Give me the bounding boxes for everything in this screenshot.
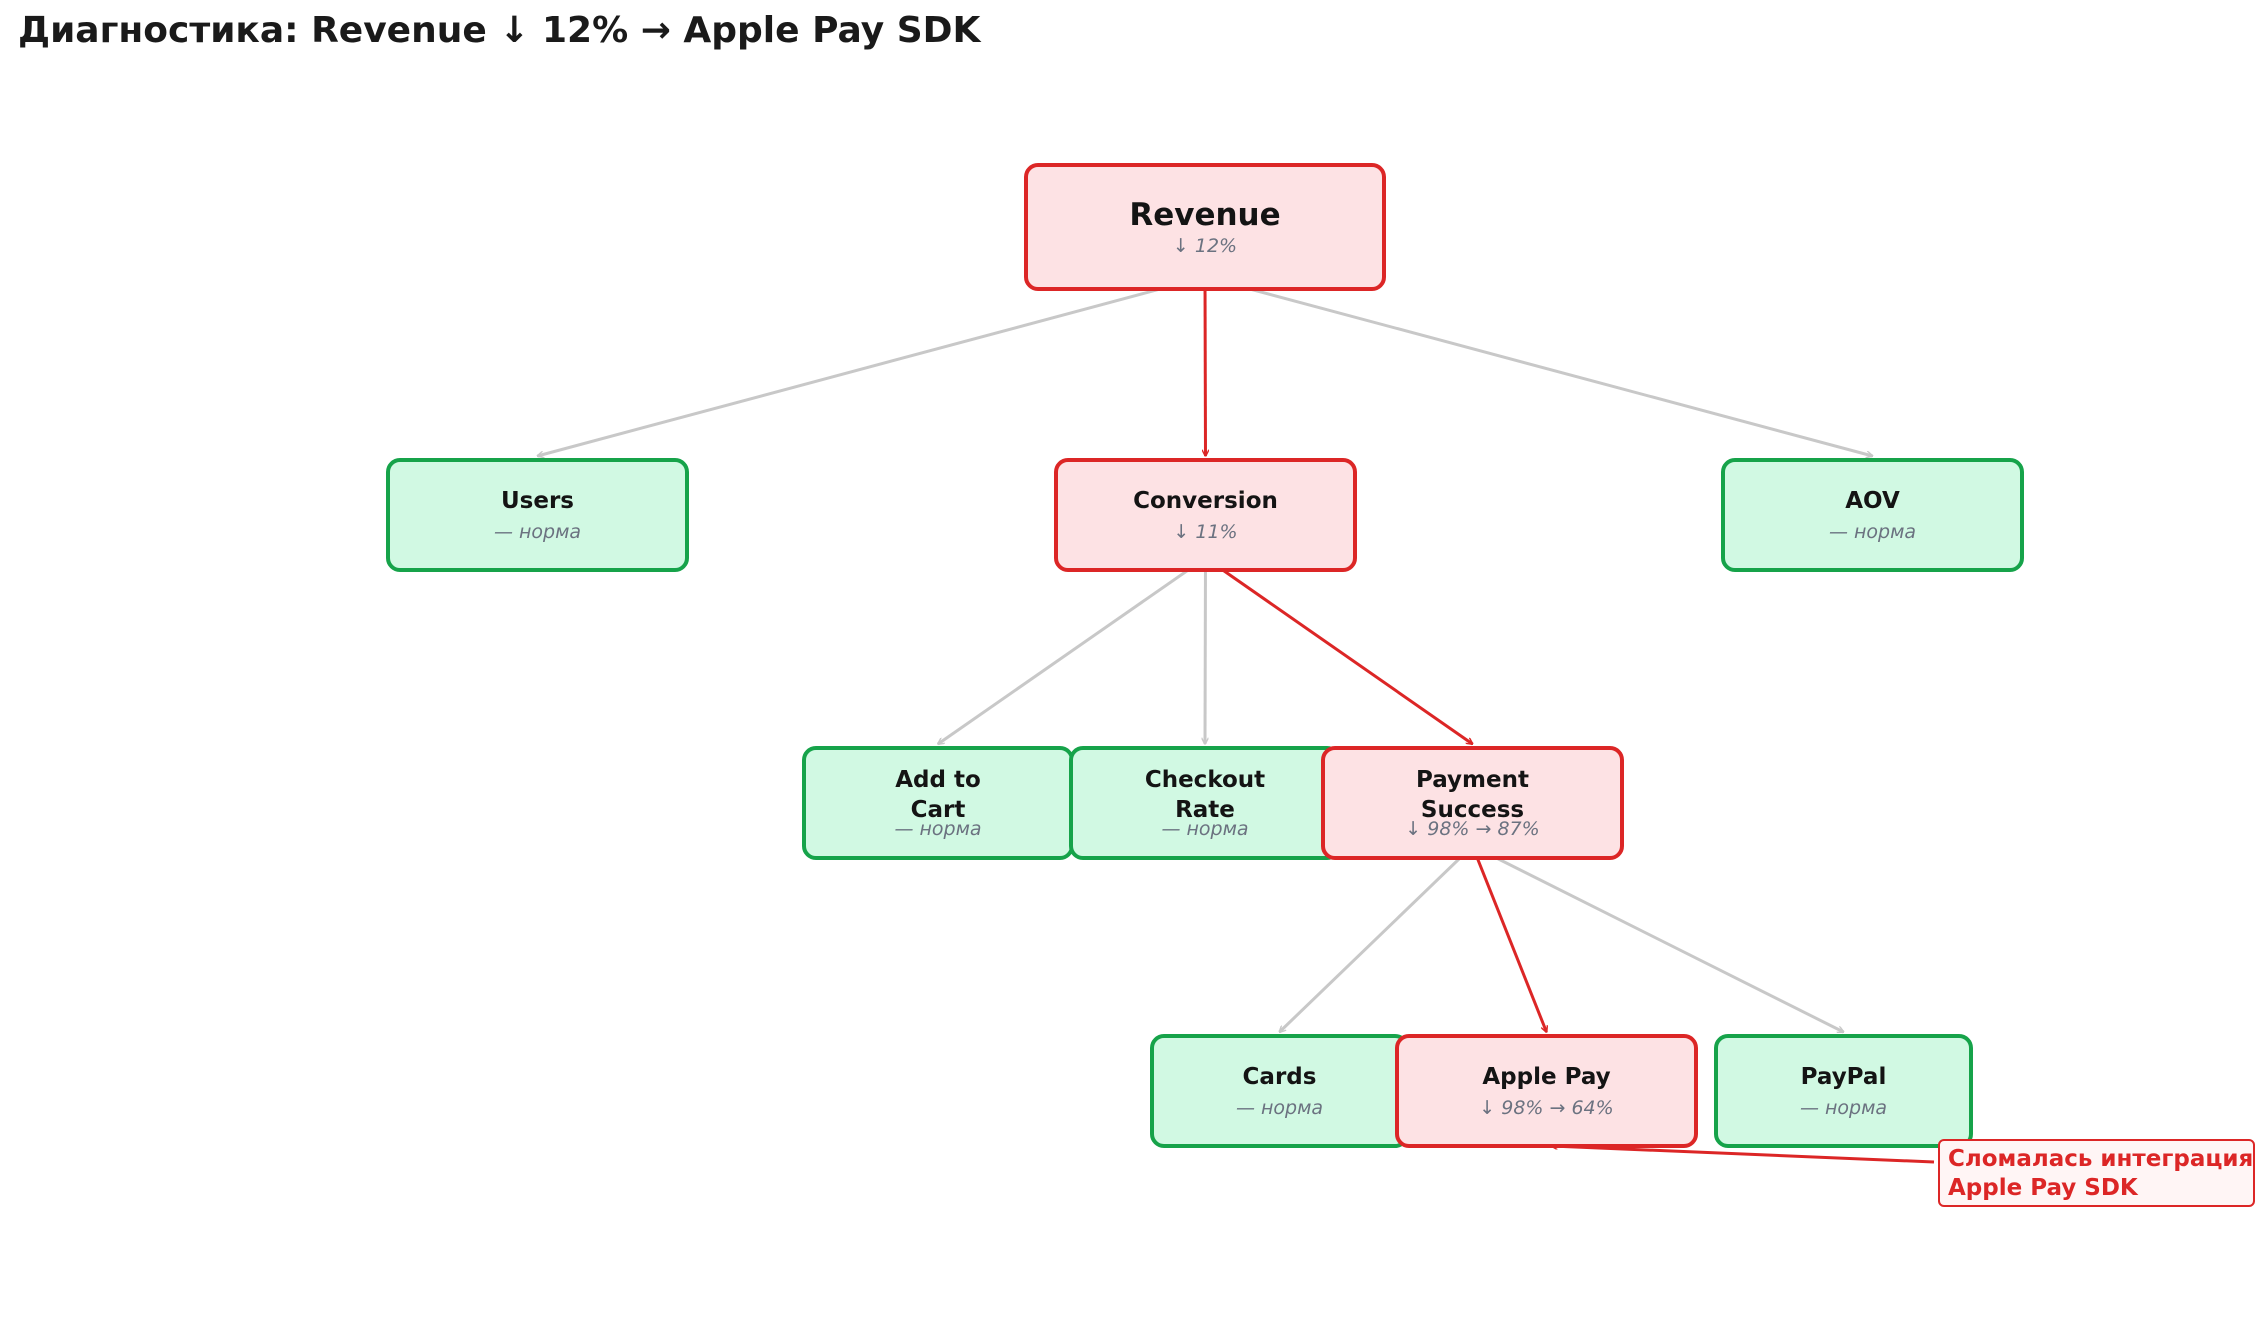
page-title: Диагностика: Revenue ↓ 12% → Apple Pay S… xyxy=(18,10,981,51)
node-label-line-1: Checkout xyxy=(1144,767,1266,793)
node-label-line-1: Payment xyxy=(1416,767,1529,793)
annotation-arrow xyxy=(1552,1146,1935,1164)
edge-revenue-to-aov xyxy=(1204,275,1873,456)
root-cause-annotation: Сломалась интеграция Apple Pay SDK xyxy=(1938,1139,2255,1207)
edge-payment_success-to-apple_pay xyxy=(1471,845,1547,1032)
node-status: ↓ 98% → 64% xyxy=(1479,1097,1614,1119)
node-add-to-cart: Add to Cart — норма xyxy=(802,746,1074,860)
node-status: — норма xyxy=(1161,818,1249,840)
annotation-line-2: Apple Pay SDK xyxy=(1948,1175,2138,1201)
node-status: — норма xyxy=(493,521,582,543)
node-aov: AOV — норма xyxy=(1721,458,2024,572)
edge-conversion-to-add_to_cart xyxy=(938,556,1207,744)
node-users: Users — норма xyxy=(386,458,689,572)
node-apple-pay: Apple Pay ↓ 98% → 64% xyxy=(1395,1034,1698,1148)
edge-revenue-to-users xyxy=(538,275,1206,456)
node-label: AOV xyxy=(1845,488,1900,514)
node-status: ↓ 98% → 87% xyxy=(1405,818,1540,840)
edge-conversion-to-checkout_rate xyxy=(1205,557,1206,744)
edge-conversion-to-payment_success xyxy=(1204,556,1473,744)
annotation-line-1: Сломалась интеграция xyxy=(1948,1146,2254,1172)
node-label: PayPal xyxy=(1800,1064,1887,1090)
node-label: Users xyxy=(501,488,574,514)
node-label-line-2: Cart xyxy=(910,797,966,823)
node-status: ↓ 11% xyxy=(1173,521,1238,543)
node-conversion: Conversion ↓ 11% xyxy=(1054,458,1357,572)
node-label: Apple Pay xyxy=(1482,1064,1611,1090)
node-payment-success: Payment Success ↓ 98% → 87% xyxy=(1321,746,1624,860)
node-status: — норма xyxy=(1828,521,1917,543)
node-label-line-1: Add to xyxy=(895,767,981,793)
node-checkout-rate: Checkout Rate — норма xyxy=(1069,746,1341,860)
edge-revenue-to-conversion xyxy=(1205,276,1206,456)
edge-payment_success-to-paypal xyxy=(1471,844,1844,1034)
node-label: Conversion xyxy=(1133,488,1278,514)
edge-payment_success-to-cards xyxy=(1280,844,1474,1032)
node-revenue: Revenue ↓ 12% xyxy=(1024,163,1386,291)
node-label-line-2: Success xyxy=(1420,797,1525,823)
node-status: ↓ 12% xyxy=(1172,235,1238,257)
node-label: Revenue xyxy=(1129,197,1281,233)
node-status: — норма xyxy=(1799,1097,1888,1119)
node-paypal: PayPal — норма xyxy=(1714,1034,1973,1148)
node-label-line-2: Rate xyxy=(1175,797,1235,823)
node-status: — норма xyxy=(894,818,982,840)
node-status: — норма xyxy=(1235,1097,1324,1119)
node-cards: Cards — норма xyxy=(1150,1034,1409,1148)
node-label: Cards xyxy=(1242,1064,1317,1090)
